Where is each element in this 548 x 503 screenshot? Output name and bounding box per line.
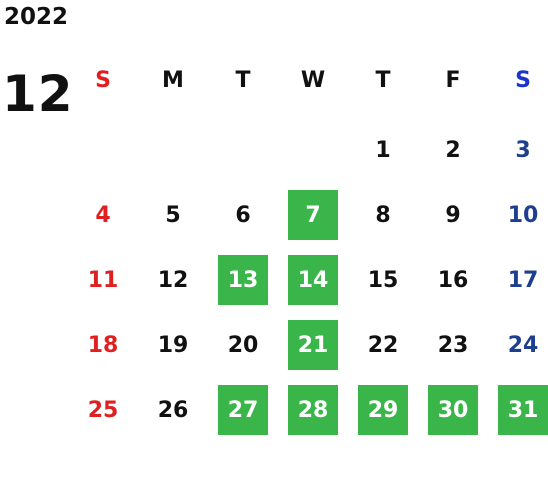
weekday-header-fri: F: [445, 67, 461, 93]
weekday-header-sat: S: [515, 67, 531, 93]
calendar-day-20[interactable]: 20: [227, 332, 259, 358]
calendar-day-4[interactable]: 4: [95, 202, 111, 228]
calendar-day-5[interactable]: 5: [165, 202, 181, 228]
calendar-day-11[interactable]: 11: [87, 267, 119, 293]
weekday-header-sun: S: [95, 67, 111, 93]
calendar-day-10[interactable]: 10: [507, 202, 539, 228]
calendar-day-8[interactable]: 8: [375, 202, 391, 228]
calendar-day-30[interactable]: 30: [428, 385, 478, 435]
calendar-day-17[interactable]: 17: [507, 267, 539, 293]
calendar-day-24[interactable]: 24: [507, 332, 539, 358]
weekday-header-mon: M: [162, 67, 184, 93]
weekday-header-wed: W: [300, 67, 326, 93]
calendar-day-28[interactable]: 28: [288, 385, 338, 435]
calendar-day-27[interactable]: 27: [218, 385, 268, 435]
calendar-day-15[interactable]: 15: [367, 267, 399, 293]
calendar-day-7[interactable]: 7: [288, 190, 338, 240]
calendar-day-23[interactable]: 23: [437, 332, 469, 358]
calendar-day-16[interactable]: 16: [437, 267, 469, 293]
calendar-day-13[interactable]: 13: [218, 255, 268, 305]
calendar-day-3[interactable]: 3: [515, 137, 531, 163]
calendar-day-22[interactable]: 22: [367, 332, 399, 358]
calendar-day-18[interactable]: 18: [87, 332, 119, 358]
calendar-day-31[interactable]: 31: [498, 385, 548, 435]
calendar-day-19[interactable]: 19: [157, 332, 189, 358]
calendar-day-9[interactable]: 9: [445, 202, 461, 228]
calendar-day-2[interactable]: 2: [445, 137, 461, 163]
calendar-day-21[interactable]: 21: [288, 320, 338, 370]
weekday-header-tue: T: [235, 67, 251, 93]
calendar-day-29[interactable]: 29: [358, 385, 408, 435]
calendar-day-1[interactable]: 1: [375, 137, 391, 163]
year-label: 2022: [4, 4, 69, 30]
calendar-day-12[interactable]: 12: [157, 267, 189, 293]
month-label: 12: [2, 65, 74, 123]
calendar-day-26[interactable]: 26: [157, 397, 189, 423]
calendar-day-25[interactable]: 25: [87, 397, 119, 423]
weekday-header-thu: T: [375, 67, 391, 93]
calendar-day-6[interactable]: 6: [235, 202, 251, 228]
calendar-day-14[interactable]: 14: [288, 255, 338, 305]
